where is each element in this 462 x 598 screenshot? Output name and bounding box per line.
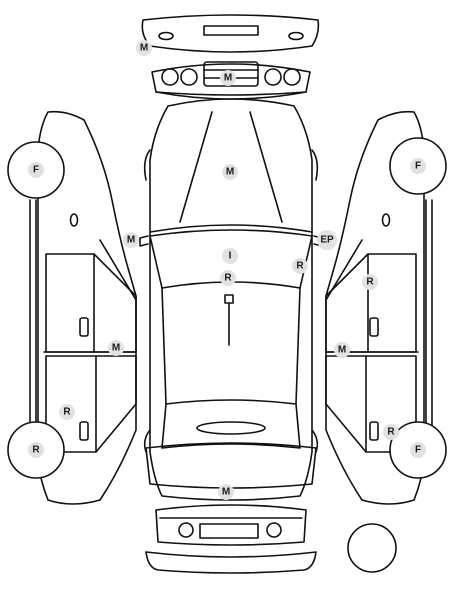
marker-left-sill[interactable]: M xyxy=(108,340,124,356)
marker-label: R xyxy=(63,407,71,418)
left-front-door[interactable] xyxy=(45,239,137,353)
marker-label: M xyxy=(222,487,230,498)
marker-right-front-wheel[interactable]: F xyxy=(410,158,426,174)
marker-left-mirror[interactable]: M xyxy=(123,232,139,248)
left-mirror[interactable] xyxy=(139,235,149,247)
marker-label: R xyxy=(366,277,374,288)
front-bumper[interactable] xyxy=(141,14,320,53)
marker-left-rear-wheel[interactable]: R xyxy=(28,442,44,458)
car-body-top xyxy=(149,98,313,501)
marker-right-rear-door[interactable]: R xyxy=(383,424,399,440)
marker-label: R xyxy=(387,427,395,438)
marker-windshield-r[interactable]: R xyxy=(220,270,236,286)
marker-right-mirror[interactable]: EP xyxy=(317,230,337,250)
right-front-door[interactable] xyxy=(325,239,417,353)
marker-front-bumper[interactable]: M xyxy=(136,40,152,56)
marker-label: F xyxy=(33,165,39,176)
roof[interactable] xyxy=(161,287,301,405)
rear-window[interactable] xyxy=(161,399,301,449)
marker-label: M xyxy=(127,235,135,246)
trunk[interactable] xyxy=(145,442,317,489)
marker-label: I xyxy=(229,251,232,262)
marker-trunk[interactable]: M xyxy=(218,484,234,500)
spare-wheel[interactable] xyxy=(347,523,397,573)
marker-windshield-i[interactable]: I xyxy=(222,248,238,264)
marker-label: F xyxy=(415,445,421,456)
rear-bumper[interactable] xyxy=(145,504,317,574)
marker-label: F xyxy=(415,161,421,172)
marker-left-rear-door[interactable]: R xyxy=(59,404,75,420)
marker-label: M xyxy=(112,343,120,354)
marker-right-sill[interactable]: M xyxy=(334,342,350,358)
marker-left-front-wheel[interactable]: F xyxy=(28,162,44,178)
marker-label: M xyxy=(224,73,232,84)
marker-label: M xyxy=(338,345,346,356)
marker-label: M xyxy=(226,167,234,178)
marker-label: EP xyxy=(320,235,334,246)
marker-right-front-door[interactable]: R xyxy=(362,274,378,290)
marker-right-a-pillar[interactable]: R xyxy=(292,258,308,274)
marker-label: R xyxy=(296,261,304,272)
marker-hood[interactable]: M xyxy=(222,164,238,180)
marker-label: R xyxy=(32,445,40,456)
marker-front-grille[interactable]: M xyxy=(220,70,236,86)
marker-label: M xyxy=(140,43,148,54)
rear-fenders xyxy=(143,149,319,453)
hood[interactable] xyxy=(149,111,313,233)
marker-right-rear-wheel[interactable]: F xyxy=(410,442,426,458)
marker-label: R xyxy=(224,273,232,284)
